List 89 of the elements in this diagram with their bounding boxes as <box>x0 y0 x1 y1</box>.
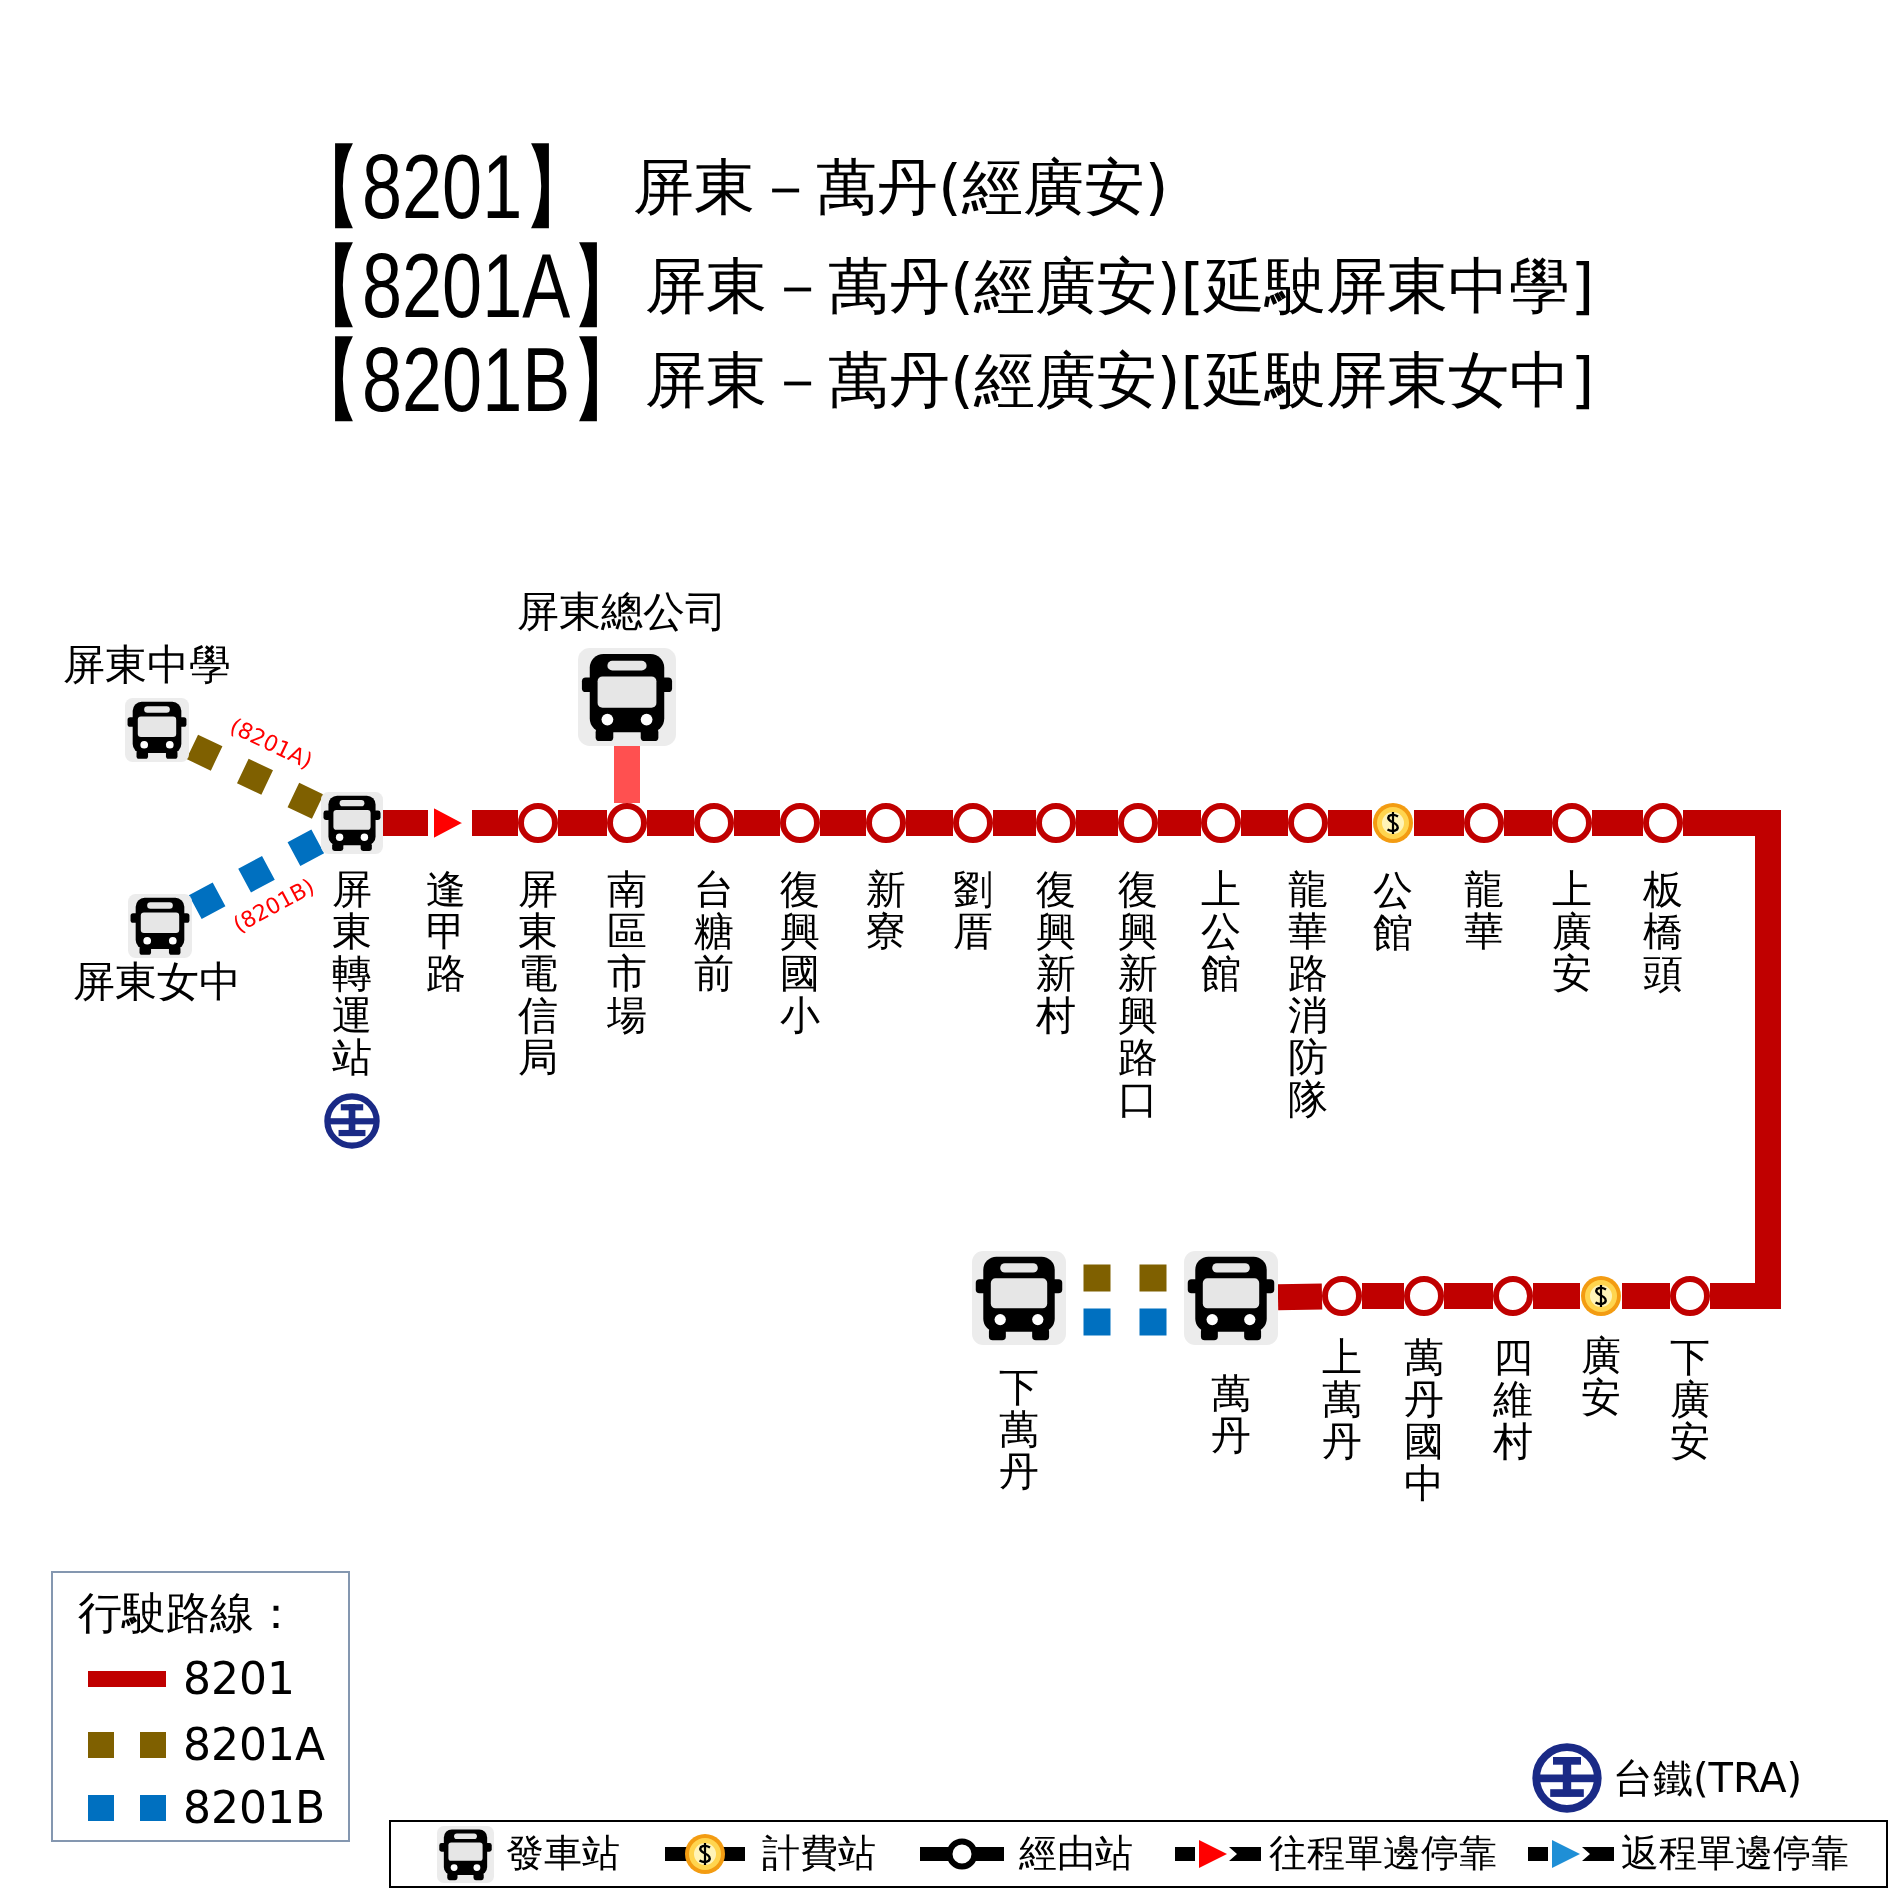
station-name: 四維村 <box>1492 1336 1534 1462</box>
legend-text: 經由站 <box>1019 1833 1133 1875</box>
station-name: 廣安 <box>1580 1334 1622 1418</box>
station-name: 屏東電信局 <box>517 868 559 1078</box>
route-line <box>1683 810 1781 1309</box>
station-name: 劉厝 <box>952 868 994 952</box>
route-number: 【8201】 <box>290 142 595 232</box>
station-circle-icon <box>866 803 906 843</box>
legend-text: 台鐵(TRA) <box>1613 1756 1803 1800</box>
legend-text: 8201 <box>183 1654 295 1704</box>
route-name: 屏東－萬丹(經廣安) <box>633 153 1169 221</box>
bus-icon <box>578 648 676 746</box>
station-name: 逢甲路 <box>425 868 467 994</box>
route-line <box>383 810 428 836</box>
station-circle-icon <box>780 803 820 843</box>
station-circle-icon <box>1201 803 1241 843</box>
station-circle-icon <box>1670 1276 1710 1316</box>
route-line <box>1444 1283 1493 1309</box>
station-name: 屏東中學 <box>63 641 231 689</box>
station-name: 萬丹 <box>1210 1372 1252 1456</box>
station-circle-icon <box>1288 803 1328 843</box>
bus-icon <box>1184 1251 1278 1345</box>
station-circle-icon <box>518 803 558 843</box>
bus-icon <box>321 792 383 854</box>
station-circle-icon <box>607 803 647 843</box>
route-line <box>1533 1283 1580 1309</box>
station-name: 龍華 <box>1463 868 1505 952</box>
route-line <box>1241 810 1288 836</box>
station-circle-icon <box>1464 803 1504 843</box>
legend-text: 往程單邊停靠 <box>1269 1833 1497 1875</box>
station-name: 南區市場 <box>606 868 648 1036</box>
route-line <box>1414 810 1464 836</box>
station-name: 下萬丹 <box>998 1366 1040 1492</box>
route-line <box>1277 1283 1323 1311</box>
station-name: 屏東總公司 <box>517 588 727 636</box>
legend-title: 行駛路線： <box>78 1588 298 1638</box>
station-name: 復興新興路口 <box>1117 868 1159 1120</box>
station-name: 屏東女中 <box>73 958 241 1006</box>
route-number: 【8201B】 <box>290 335 643 425</box>
station-name: 龍華路消防隊 <box>1287 868 1329 1120</box>
station-name: 公館 <box>1372 869 1414 953</box>
station-name: 復興新村 <box>1035 868 1077 1036</box>
coin-icon <box>1580 1275 1622 1317</box>
station-name: 屏東轉運站 <box>331 868 373 1078</box>
station-name: 復興國小 <box>779 868 821 1036</box>
legend-text: 計費站 <box>762 1833 876 1875</box>
station-circle-icon <box>694 803 734 843</box>
route-line <box>1158 810 1201 836</box>
route-number: 【8201A】 <box>290 241 643 331</box>
route-line <box>1076 810 1118 836</box>
route-line <box>820 810 866 836</box>
legend-text: 8201B <box>183 1783 326 1833</box>
route-line <box>1622 1283 1670 1309</box>
route-name: 屏東－萬丹(經廣安)[延駛屏東女中] <box>645 346 1595 414</box>
station-circle-icon <box>1118 803 1158 843</box>
bus-icon <box>128 894 192 958</box>
route-line <box>558 810 607 836</box>
station-name: 下廣安 <box>1669 1336 1711 1462</box>
route-line <box>1504 810 1552 836</box>
station-circle-icon <box>1643 803 1683 843</box>
station-circle-icon <box>1404 1276 1444 1316</box>
route-line <box>906 810 953 836</box>
station-name: 萬丹國中 <box>1403 1336 1445 1504</box>
route-line <box>734 810 780 836</box>
legend-text: 8201A <box>183 1720 326 1770</box>
route-line <box>647 810 694 836</box>
legend-text: 返程單邊停靠 <box>1621 1833 1849 1875</box>
station-circle-icon <box>1552 803 1592 843</box>
station-name: 板橋頭 <box>1642 868 1684 994</box>
station-name: 新寮 <box>865 868 907 952</box>
route-line <box>472 810 518 836</box>
bus-icon <box>972 1251 1066 1345</box>
route-name: 屏東－萬丹(經廣安)[延駛屏東中學] <box>645 252 1595 320</box>
station-circle-icon <box>953 803 993 843</box>
station-name: 上公館 <box>1200 868 1242 994</box>
station-name: 上廣安 <box>1551 868 1593 994</box>
station-name: 台糖前 <box>693 868 735 994</box>
route-line <box>614 746 640 803</box>
station-circle-icon <box>1493 1276 1533 1316</box>
route-line <box>1328 810 1372 836</box>
coin-icon <box>1372 802 1414 844</box>
station-circle-icon <box>1322 1276 1362 1316</box>
route-line <box>1592 810 1643 836</box>
station-circle-icon <box>1036 803 1076 843</box>
bus-icon <box>125 698 189 762</box>
station-name: 上萬丹 <box>1321 1336 1363 1462</box>
legend-text: 發車站 <box>506 1833 620 1875</box>
route-line <box>1362 1283 1404 1309</box>
route-line <box>993 810 1036 836</box>
